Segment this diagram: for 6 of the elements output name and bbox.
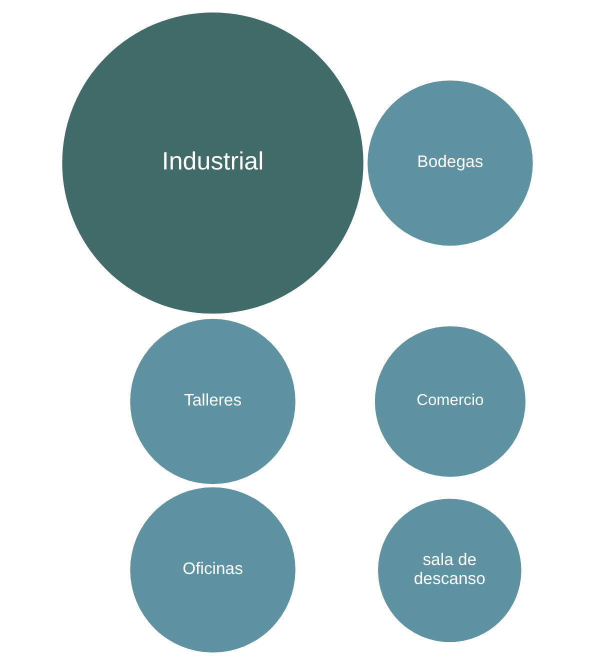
node-circle: Oficinas (130, 487, 296, 653)
node-circle: sala de descanso (378, 498, 522, 642)
node-circle: Industrial (62, 12, 364, 314)
node-circle: Comercio (374, 326, 526, 477)
node-circle: Bodegas (368, 80, 533, 246)
node-circle: Talleres (130, 318, 296, 484)
